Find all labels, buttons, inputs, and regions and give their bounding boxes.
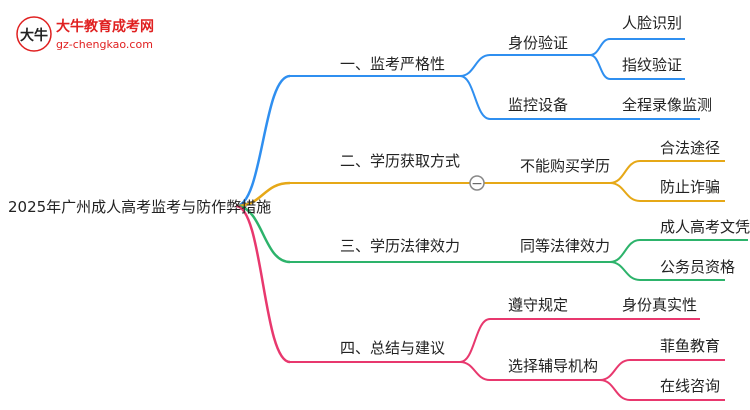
edge-root-branch1 [235, 74, 291, 208]
edge-root-branch4 [235, 204, 291, 364]
edge-b1-identity [459, 54, 491, 77]
edge-b1-monitor [459, 75, 491, 120]
node-monitoring-equipment[interactable]: 监控设备 [508, 96, 569, 114]
leaf-online-consult[interactable]: 在线咨询 [660, 377, 721, 395]
branch-1-label[interactable]: 一、监考严格性 [340, 55, 446, 73]
node-no-buying-degree[interactable]: 不能购买学历 [520, 157, 611, 175]
leaf-civil-servant[interactable]: 公务员资格 [660, 258, 736, 276]
collapse-toggle-icon [469, 175, 485, 191]
leaf-legal-channel[interactable]: 合法途径 [660, 139, 721, 157]
node-equal-legal-effect[interactable]: 同等法律效力 [520, 237, 611, 255]
logo-mascot-icon: 大牛 [16, 16, 52, 52]
leaf-full-recording[interactable]: 全程录像监测 [622, 96, 713, 114]
leaf-prevent-fraud[interactable]: 防止诈骗 [660, 178, 721, 196]
edge-tutoring-online [599, 379, 631, 401]
node-identity-verification[interactable]: 身份验证 [508, 34, 569, 52]
edge-nobuy-legal [609, 160, 641, 184]
mindmap-edges: − [235, 38, 748, 401]
edge-equal-diploma [609, 239, 641, 263]
edge-tutoring-feiyu [599, 359, 631, 381]
node-follow-rules[interactable]: 遵守规定 [508, 296, 569, 314]
leaf-fingerprint[interactable]: 指纹验证 [622, 56, 683, 74]
edge-equal-civil [609, 261, 641, 281]
branch-4-label[interactable]: 四、总结与建议 [340, 339, 446, 357]
edge-identity-face [589, 38, 611, 56]
node-choose-tutoring[interactable]: 选择辅导机构 [508, 357, 599, 375]
edge-b4-tutoring [459, 361, 491, 381]
edge-root-branch2 [235, 181, 291, 208]
logo-mark-text: 大牛 [20, 27, 48, 44]
edge-identity-finger [589, 54, 611, 80]
site-logo[interactable]: 大牛 大牛教育成考网 gz-chengkao.com [14, 14, 199, 60]
edge-nobuy-fraud [609, 182, 641, 202]
collapse-toggle-symbol: − [471, 176, 483, 192]
root-node[interactable]: 2025年广州成人高考监考与防作弊措施 [8, 198, 272, 216]
branch-2-label[interactable]: 二、学历获取方式 [340, 152, 461, 170]
logo-url: gz-chengkao.com [56, 38, 153, 51]
leaf-true-identity[interactable]: 身份真实性 [622, 296, 698, 314]
leaf-face-recognition[interactable]: 人脸识别 [622, 14, 683, 32]
leaf-adult-diploma[interactable]: 成人高考文凭 [660, 218, 750, 236]
leaf-feiyu-education[interactable]: 菲鱼教育 [660, 337, 721, 355]
edge-root-branch3 [235, 204, 291, 264]
edge-b4-rules [459, 318, 491, 363]
logo-title: 大牛教育成考网 [56, 19, 154, 35]
branch-3-label[interactable]: 三、学历法律效力 [340, 237, 461, 255]
